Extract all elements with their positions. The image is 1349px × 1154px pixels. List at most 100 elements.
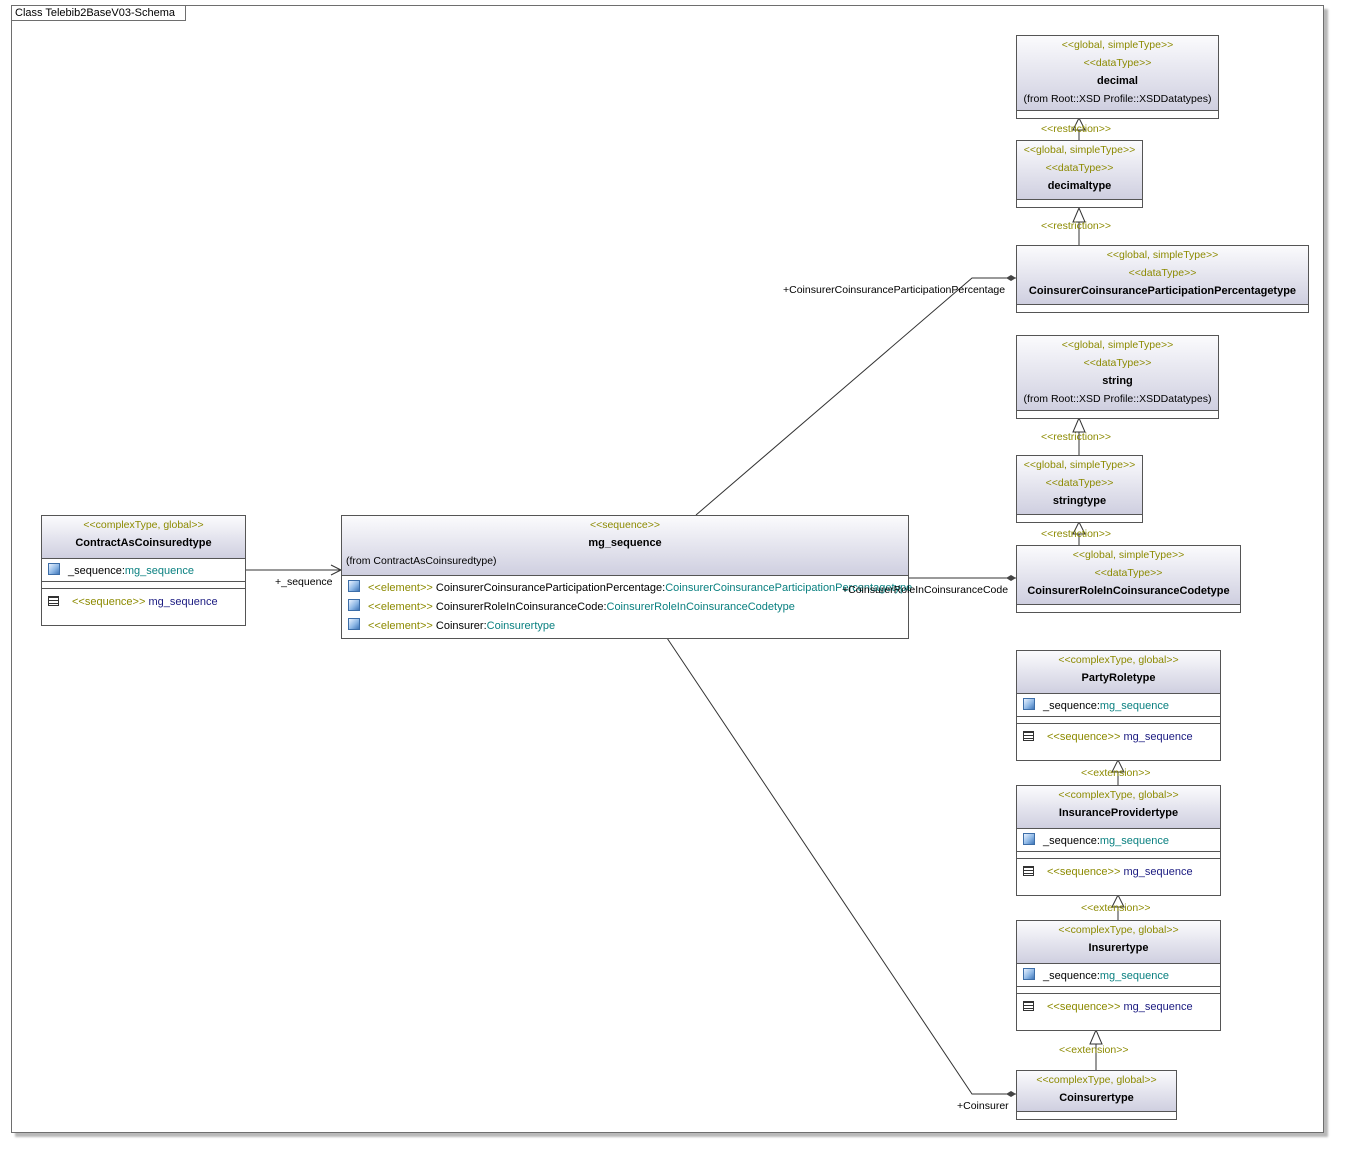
class-name: decimal: [1017, 72, 1218, 90]
class-name: decimaltype: [1017, 177, 1142, 195]
attributes-compartment: [1017, 199, 1142, 207]
attribute-row[interactable]: _sequence:mg_sequence: [1017, 697, 1220, 716]
operation-row[interactable]: <<sequence>> mg_sequence: [1017, 998, 1220, 1017]
class-name: string: [1017, 372, 1218, 390]
class-name: Coinsurertype: [1017, 1089, 1176, 1107]
class-origin: (from ContractAsCoinsuredtype): [342, 552, 908, 570]
class-decimal[interactable]: <<global, simpleType>> <<dataType>> deci…: [1016, 35, 1219, 119]
operation-row[interactable]: <<sequence>> mg_sequence: [1017, 863, 1220, 882]
operations-compartment: <<sequence>> mg_sequence: [1017, 723, 1220, 753]
attribute-icon: [1023, 698, 1035, 710]
empty-compartment: [1017, 716, 1220, 723]
composition-diamond: [1006, 275, 1016, 281]
operations-compartment: <<sequence>> mg_sequence: [1017, 993, 1220, 1023]
attributes-compartment: _sequence:mg_sequence: [1017, 963, 1220, 983]
stereotype: <<complexType, global>>: [1017, 651, 1220, 669]
class-name: CoinsurerRoleInCoinsuranceCodetype: [1017, 582, 1240, 600]
stereotype: <<dataType>>: [1017, 159, 1142, 177]
stereotype: <<dataType>>: [1017, 474, 1142, 492]
class-name: stringtype: [1017, 492, 1142, 510]
extension-label: <<extension>>: [1081, 902, 1150, 914]
restriction-label: <<restriction>>: [1041, 220, 1111, 232]
attribute-row[interactable]: _sequence:mg_sequence: [1017, 967, 1220, 986]
stereotype: <<dataType>>: [1017, 54, 1218, 72]
role-label-participation-percentage: +CoinsurerCoinsuranceParticipationPercen…: [783, 284, 1005, 296]
stereotype: <<complexType, global>>: [42, 516, 245, 534]
class-insurertype[interactable]: <<complexType, global>> Insurertype _seq…: [1016, 920, 1221, 1031]
class-coinsurer-coinsurance-participation-percentagetype[interactable]: <<global, simpleType>> <<dataType>> Coin…: [1016, 245, 1309, 313]
operations-compartment: <<sequence>> mg_sequence: [42, 588, 245, 618]
class-origin: (from Root::XSD Profile::XSDDatatypes): [1017, 390, 1218, 408]
stereotype: <<dataType>>: [1017, 264, 1308, 282]
element-icon: [348, 580, 360, 592]
generalization-arrowhead: [1073, 418, 1085, 432]
attributes-compartment: [1017, 514, 1142, 522]
attributes-compartment: [1017, 110, 1218, 118]
role-label-sequence: +_sequence: [275, 576, 333, 588]
empty-compartment: [1017, 851, 1220, 858]
restriction-label: <<restriction>>: [1041, 528, 1111, 540]
stereotype: <<sequence>>: [342, 516, 908, 534]
class-name: InsuranceProvidertype: [1017, 804, 1220, 822]
class-coinsurer-role-in-coinsurance-codetype[interactable]: <<global, simpleType>> <<dataType>> Coin…: [1016, 545, 1241, 613]
stereotype: <<global, simpleType>>: [1017, 141, 1142, 159]
stereotype: <<complexType, global>>: [1017, 1071, 1176, 1089]
attributes-compartment: [1017, 304, 1308, 312]
element-icon: [348, 618, 360, 630]
element-row[interactable]: <<element>> Coinsurer:Coinsurertype: [342, 617, 908, 636]
attributes-compartment: [1017, 410, 1218, 418]
operation-icon: [1023, 731, 1034, 741]
class-party-roletype[interactable]: <<complexType, global>> PartyRoletype _s…: [1016, 650, 1221, 761]
element-row[interactable]: <<element>> CoinsurerCoinsuranceParticip…: [342, 579, 908, 598]
stereotype: <<complexType, global>>: [1017, 786, 1220, 804]
attributes-compartment: [1017, 604, 1240, 612]
class-mg-sequence[interactable]: <<sequence>> mg_sequence (from ContractA…: [341, 515, 909, 639]
element-row[interactable]: <<element>> CoinsurerRoleInCoinsuranceCo…: [342, 598, 908, 617]
class-name: Insurertype: [1017, 939, 1220, 957]
class-decimaltype[interactable]: <<global, simpleType>> <<dataType>> deci…: [1016, 140, 1143, 208]
operations-compartment: <<sequence>> mg_sequence: [1017, 858, 1220, 888]
attributes-compartment: _sequence:mg_sequence: [42, 558, 245, 578]
stereotype: <<global, simpleType>>: [1017, 456, 1142, 474]
attributes-compartment: _sequence:mg_sequence: [1017, 828, 1220, 848]
generalization-arrowhead: [1090, 1030, 1102, 1044]
restriction-label: <<restriction>>: [1041, 431, 1111, 443]
class-string[interactable]: <<global, simpleType>> <<dataType>> stri…: [1016, 335, 1219, 419]
attribute-icon: [48, 563, 60, 575]
association-ccpp: [696, 278, 1016, 515]
attribute-icon: [1023, 833, 1035, 845]
class-contract-as-coinsuredtype[interactable]: <<complexType, global>> ContractAsCoinsu…: [41, 515, 246, 626]
attributes-compartment: [1017, 1111, 1176, 1119]
operation-icon: [48, 596, 59, 606]
class-insurance-providertype[interactable]: <<complexType, global>> InsuranceProvide…: [1016, 785, 1221, 896]
class-stringtype[interactable]: <<global, simpleType>> <<dataType>> stri…: [1016, 455, 1143, 523]
role-label-role-in-coinsurance-code: +CoinsurerRoleInCoinsuranceCode: [842, 584, 1008, 596]
stereotype: <<global, simpleType>>: [1017, 36, 1218, 54]
composition-diamond: [1006, 1091, 1016, 1097]
attribute-icon: [1023, 968, 1035, 980]
attribute-row[interactable]: _sequence:mg_sequence: [42, 562, 245, 581]
class-coinsurertype[interactable]: <<complexType, global>> Coinsurertype: [1016, 1070, 1177, 1120]
role-label-coinsurer: +Coinsurer: [957, 1100, 1009, 1112]
attribute-row[interactable]: _sequence:mg_sequence: [1017, 832, 1220, 851]
composition-diamond: [1006, 575, 1016, 581]
extension-label: <<extension>>: [1081, 767, 1150, 779]
stereotype: <<complexType, global>>: [1017, 921, 1220, 939]
element-icon: [348, 599, 360, 611]
operation-icon: [1023, 1001, 1034, 1011]
empty-compartment: [42, 581, 245, 588]
stereotype: <<global, simpleType>>: [1017, 246, 1308, 264]
restriction-label: <<restriction>>: [1041, 123, 1111, 135]
stereotype: <<global, simpleType>>: [1017, 336, 1218, 354]
class-name: PartyRoletype: [1017, 669, 1220, 687]
operation-row[interactable]: <<sequence>> mg_sequence: [42, 593, 245, 612]
class-name: CoinsurerCoinsuranceParticipationPercent…: [1017, 282, 1308, 300]
operation-row[interactable]: <<sequence>> mg_sequence: [1017, 728, 1220, 747]
association-coinsurer: [667, 638, 1016, 1094]
class-name: mg_sequence: [342, 534, 908, 552]
stereotype: <<dataType>>: [1017, 354, 1218, 372]
empty-compartment: [1017, 986, 1220, 993]
class-origin: (from Root::XSD Profile::XSDDatatypes): [1017, 90, 1218, 108]
operation-icon: [1023, 866, 1034, 876]
attributes-compartment: <<element>> CoinsurerCoinsuranceParticip…: [342, 575, 908, 636]
